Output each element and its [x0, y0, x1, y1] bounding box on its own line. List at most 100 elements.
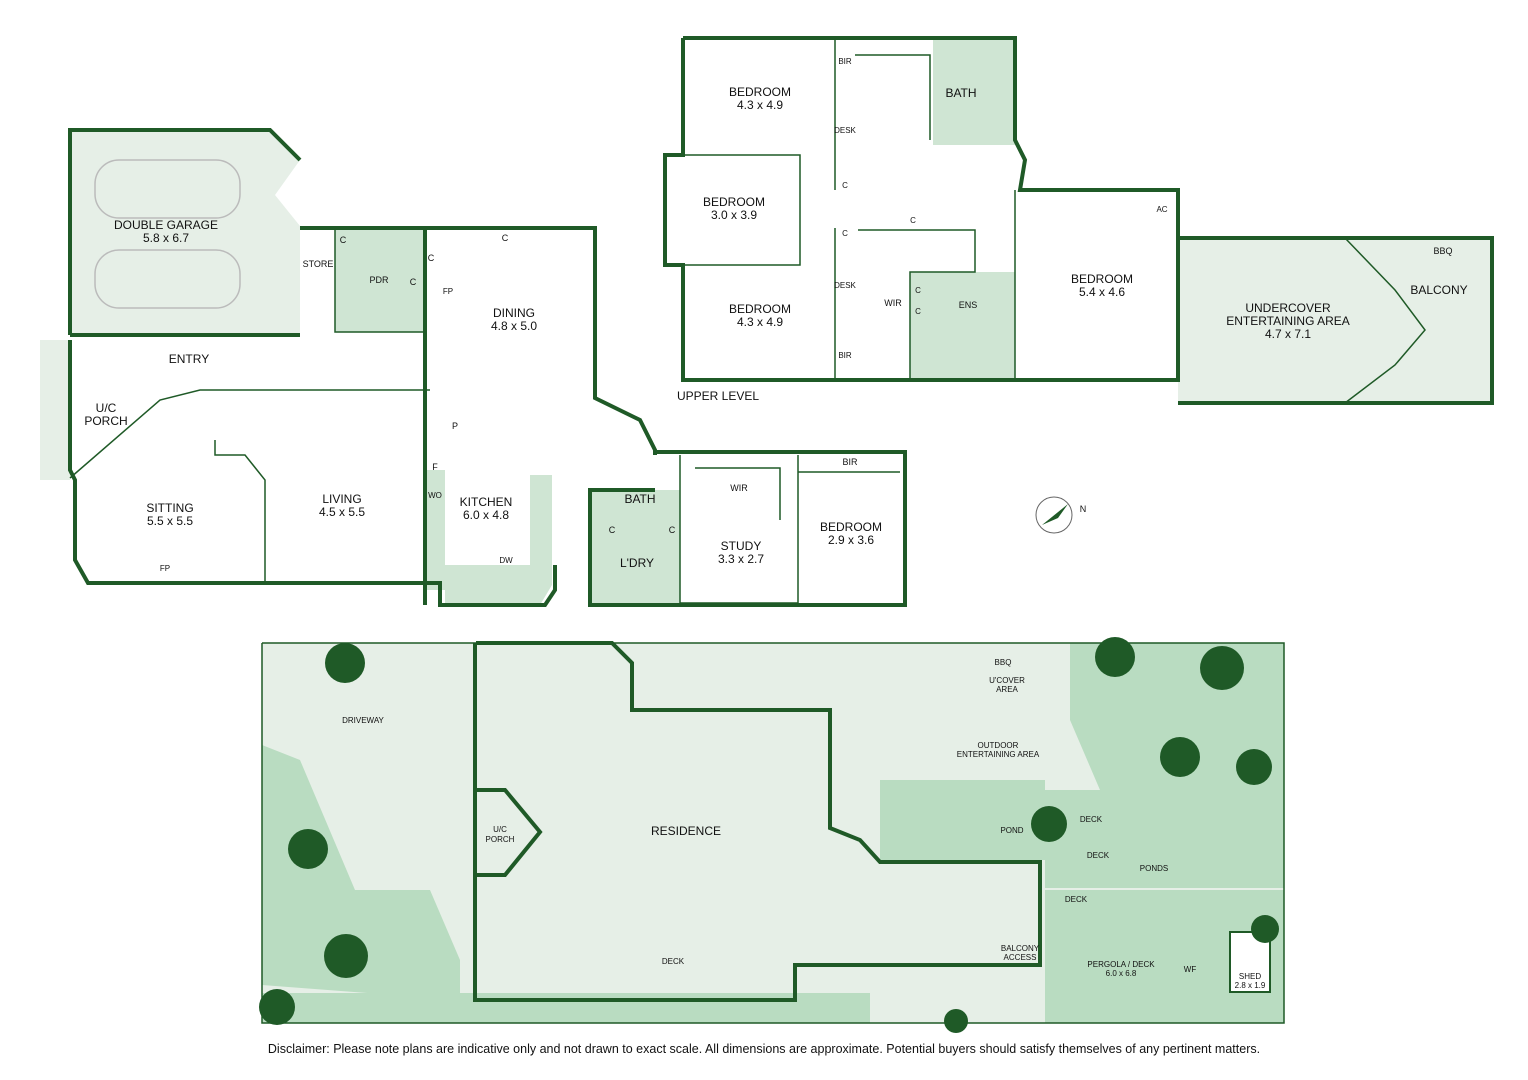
balcony-access-label-2: ACCESS	[1004, 953, 1037, 962]
upper-stair-wall	[855, 54, 931, 140]
upper-cupboard-label-3: C	[910, 216, 916, 225]
pergola-label-1: PERGOLA / DECK	[1087, 960, 1155, 969]
compass-north-label: N	[1080, 504, 1087, 514]
upper-cupboard-label-2: C	[842, 229, 848, 238]
porch-label-2: PORCH	[84, 414, 127, 428]
laundry-label: L'DRY	[620, 556, 654, 570]
upper-wir-label: WIR	[884, 298, 902, 308]
site-porch-label-2: PORCH	[486, 835, 515, 844]
balcony-wall	[1344, 237, 1426, 404]
pond-label: POND	[1000, 826, 1023, 835]
kitchen-name: KITCHEN	[460, 495, 513, 509]
balcony-access-label-1: BALCONY	[1001, 944, 1040, 953]
outdoor-label-2: ENTERTAINING AREA	[957, 750, 1040, 759]
dining-name: DINING	[493, 306, 535, 320]
upper-bedroom-divider	[683, 154, 801, 266]
laundry-cupboard-label: C	[609, 525, 616, 535]
sitting-name: SITTING	[146, 501, 193, 515]
bath-cupboard-label: C	[669, 525, 676, 535]
upper-level-label: UPPER LEVEL	[677, 389, 759, 403]
undercover-floor	[1178, 238, 1492, 403]
tree-4	[1160, 737, 1200, 777]
ucover-label-2: AREA	[996, 685, 1018, 694]
pdr-label: PDR	[369, 275, 389, 285]
upper-bedroom1-size: 4.3 x 4.9	[737, 98, 783, 112]
kitchen-floor	[425, 470, 552, 605]
woodfire-label: WF	[1184, 965, 1197, 974]
undercover-label-1: UNDERCOVER	[1245, 301, 1331, 315]
pdr-wall	[334, 228, 425, 333]
compass-needle-icon	[1042, 504, 1068, 525]
pergola-label-2: 6.0 x 6.8	[1106, 969, 1137, 978]
front-strip	[262, 993, 870, 1023]
study-name: STUDY	[721, 539, 762, 553]
tree-1	[325, 643, 365, 683]
deck-label-1: DECK	[1080, 815, 1103, 824]
residence-outline	[473, 641, 1042, 1002]
hall-cupboard-label: C	[428, 253, 435, 263]
ensuite-label: ENS	[959, 300, 978, 310]
garage-size: 5.8 x 6.7	[143, 231, 189, 245]
undercover-size: 4.7 x 7.1	[1265, 327, 1311, 341]
porch-outline	[476, 788, 543, 877]
porch-label-1: U/C	[96, 401, 117, 415]
kitchen-size: 6.0 x 4.8	[463, 508, 509, 522]
laundry-floor	[590, 490, 680, 603]
outdoor-garden	[880, 780, 1045, 860]
garage-walls	[68, 128, 302, 335]
ground-right-block	[588, 450, 907, 607]
ground-floor: DOUBLE GARAGE 5.8 x 6.7 STORE PDR ENTRY …	[40, 128, 907, 607]
tree-5	[1236, 749, 1272, 785]
upper-bedroom4-size: 5.4 x 4.6	[1079, 285, 1125, 299]
ground-bedroom-name: BEDROOM	[820, 520, 882, 534]
dining-size: 4.8 x 5.0	[491, 319, 537, 333]
living-size: 4.5 x 5.5	[319, 505, 365, 519]
upper-cupboard-label-1: C	[842, 181, 848, 190]
deck-label-3: DECK	[1065, 895, 1088, 904]
driveway-planting	[262, 745, 460, 1000]
upper-bath-floor	[933, 40, 1015, 145]
shed-label-1: SHED	[1239, 972, 1261, 981]
dishwasher-label: DW	[499, 556, 513, 565]
site-porch-label-1: U/C	[493, 825, 507, 834]
pantry-label: P	[452, 421, 458, 431]
upper-wir-wall	[858, 229, 976, 378]
ground-bir-label: BIR	[842, 457, 858, 467]
site-plan: DRIVEWAY U/C PORCH RESIDENCE BBQ U'COVER…	[259, 637, 1285, 1033]
upper-bir-label-2: BIR	[838, 351, 852, 360]
dining-fireplace-label: FP	[443, 287, 453, 296]
undercover-label-2: ENTERTAINING AREA	[1226, 314, 1350, 328]
tree-11	[944, 1009, 968, 1033]
study-wall	[679, 455, 799, 604]
tree-2	[1095, 637, 1135, 677]
study-wir-label: WIR	[730, 483, 748, 493]
upper-bir-label-1: BIR	[838, 57, 852, 66]
garage-floor	[70, 130, 300, 335]
disclaimer: Disclaimer: Please note plans are indica…	[267, 1042, 1261, 1056]
upper-desk-label-1: DESK	[834, 126, 856, 135]
sitting-wall	[69, 389, 430, 479]
garage-name: DOUBLE GARAGE	[114, 218, 218, 232]
site-bbq-label: BBQ	[995, 658, 1012, 667]
upper-bedroom3-size: 4.3 x 4.9	[737, 315, 783, 329]
upper-balcony-label: BALCONY	[1410, 283, 1467, 297]
store-label: STORE	[303, 259, 334, 269]
car-1	[94, 159, 241, 219]
pdr-cupboard-label: C	[410, 277, 417, 287]
ensuite-floor	[910, 272, 1015, 378]
living-name: LIVING	[322, 492, 361, 506]
tree-10	[1251, 915, 1279, 943]
sitting-size: 5.5 x 5.5	[147, 514, 193, 528]
residence-label: RESIDENCE	[651, 824, 721, 838]
tree-3	[1200, 646, 1244, 690]
bath-label: BATH	[624, 492, 655, 506]
tree-9	[1031, 806, 1067, 842]
tree-8	[259, 989, 295, 1025]
undercover-outline	[1178, 236, 1494, 405]
pdr-floor	[335, 228, 425, 332]
wir-wall	[695, 467, 781, 520]
outdoor-label-1: OUTDOOR	[978, 741, 1019, 750]
upper-bedroom2-name: BEDROOM	[703, 195, 765, 209]
pergola-area	[1045, 890, 1284, 1023]
